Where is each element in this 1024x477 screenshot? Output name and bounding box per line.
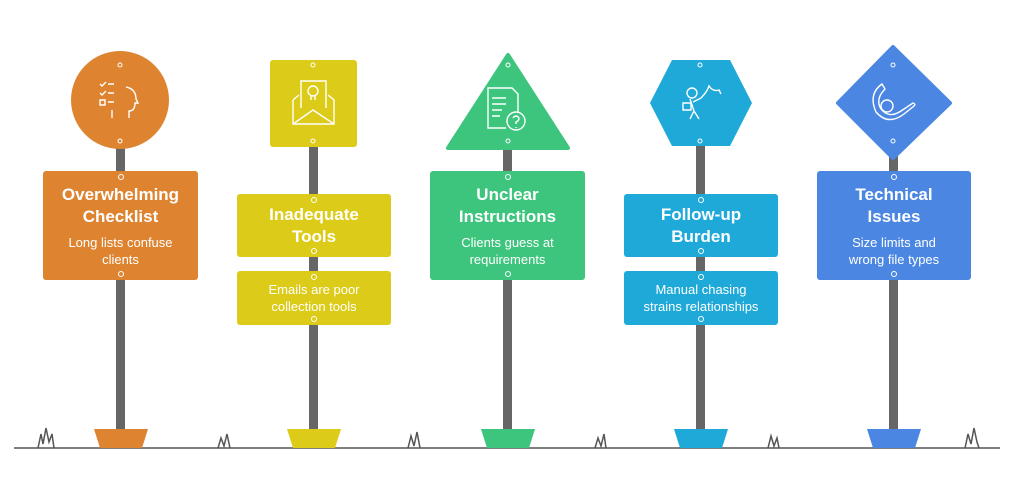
envelope-skull-icon xyxy=(292,80,335,125)
sign-title-line: Checklist xyxy=(82,206,159,226)
sign-title-line: Unclear xyxy=(476,184,539,204)
sign-title-line: Follow-up xyxy=(660,204,742,224)
pole-3 xyxy=(503,140,512,432)
base-1 xyxy=(94,429,148,448)
sign-description: Long lists confuse clients xyxy=(68,234,173,267)
base-2 xyxy=(287,429,341,448)
sign-title-line: Burden xyxy=(671,226,731,246)
sign-title-line: Inadequate xyxy=(269,204,359,224)
bolt xyxy=(891,174,897,180)
bolt xyxy=(117,271,124,277)
bolt xyxy=(698,197,704,203)
sign-head-hexagon xyxy=(650,60,752,146)
sign-title-line: Tools xyxy=(291,226,337,246)
document-question-icon xyxy=(487,87,526,131)
pole-5 xyxy=(889,140,898,432)
bolt xyxy=(311,274,317,280)
bolt xyxy=(311,248,317,254)
sign-description: Size limits and wrong file types xyxy=(848,234,940,267)
sign-title-line: Issues xyxy=(867,206,921,226)
sign-head-triangle xyxy=(446,53,570,150)
bolt xyxy=(504,271,511,277)
base-5 xyxy=(867,429,921,448)
base-4 xyxy=(674,429,728,448)
bolt xyxy=(698,248,704,254)
sign-description: Manual chasing strains relationships xyxy=(643,282,759,314)
pole-1 xyxy=(116,140,125,432)
bolt xyxy=(891,271,897,277)
bolt xyxy=(504,174,511,180)
sign-subboard-follow-up-burden: Manual chasing strains relationships xyxy=(624,271,778,325)
sign-subboard-inadequate-tools: Emails are poor collection tools xyxy=(237,271,391,325)
bolt xyxy=(311,316,317,322)
bolt xyxy=(117,174,124,180)
sign-title-line: Technical xyxy=(855,184,933,204)
bolt xyxy=(311,197,317,203)
spiral-icon xyxy=(872,82,916,121)
sign-description: Clients guess at requirements xyxy=(461,234,554,267)
sign-head-square xyxy=(270,60,357,147)
bolt xyxy=(698,274,704,280)
running-person-icon xyxy=(682,84,722,120)
bolt xyxy=(698,316,704,322)
base-3 xyxy=(481,429,535,448)
sign-title-line: Overwhelming xyxy=(61,184,180,204)
checklist-head-icon xyxy=(99,81,140,118)
sign-title-line: Instructions xyxy=(458,206,557,226)
sign-head-circle xyxy=(71,51,169,149)
sign-description: Emails are poor collection tools xyxy=(268,282,360,314)
sign-head-diamond xyxy=(836,45,952,160)
